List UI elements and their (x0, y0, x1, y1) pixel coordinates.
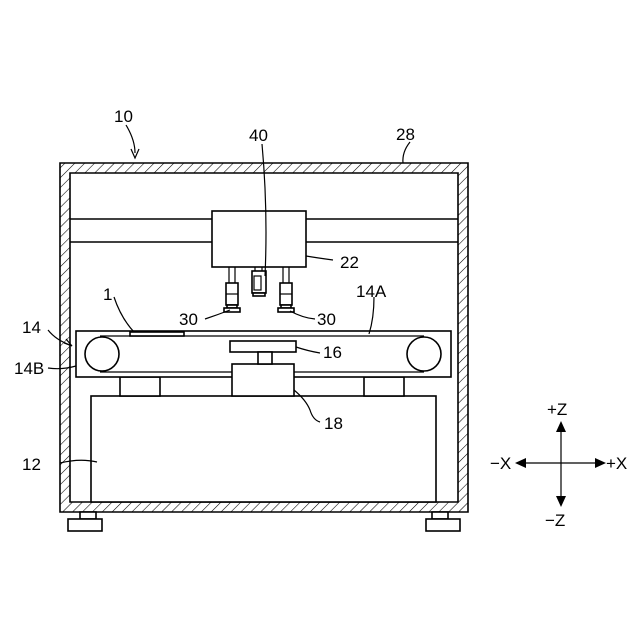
label-device: 10 (114, 107, 133, 126)
left-foot (80, 512, 96, 519)
label-belt-upper: 14A (356, 282, 387, 301)
right-support-block (364, 377, 404, 396)
label-sheet: 1 (103, 285, 112, 304)
axis-neg-x: −X (490, 454, 511, 473)
label-table: 16 (323, 343, 342, 362)
label-base: 12 (22, 455, 41, 474)
housing-feet (68, 512, 460, 531)
base (91, 396, 436, 502)
left-foot-pad (68, 519, 102, 531)
right-nozzle (278, 267, 294, 312)
head-unit (212, 211, 306, 267)
sheet (130, 332, 184, 336)
right-roller (407, 337, 441, 371)
left-nozzle (224, 267, 240, 312)
axis-pos-z: +Z (547, 400, 567, 419)
axis-neg-z: −Z (545, 511, 565, 530)
left-support-block (120, 377, 160, 396)
label-head: 22 (340, 253, 359, 272)
label-belt-conveyor: 14 (22, 318, 41, 337)
sensor (252, 267, 266, 296)
label-belt-lower: 14B (14, 359, 44, 378)
left-roller (85, 337, 119, 371)
right-foot-pad (426, 519, 460, 531)
right-foot (432, 512, 448, 519)
axis-pos-x: +X (606, 454, 627, 473)
label-housing: 28 (396, 125, 415, 144)
support-block (232, 364, 294, 396)
label-support: 18 (324, 414, 343, 433)
label-nozzle-left: 30 (179, 310, 198, 329)
label-sensor: 40 (249, 126, 268, 145)
label-nozzle-right: 30 (317, 310, 336, 329)
axis-indicator: +Z −Z −X +X (490, 400, 627, 530)
